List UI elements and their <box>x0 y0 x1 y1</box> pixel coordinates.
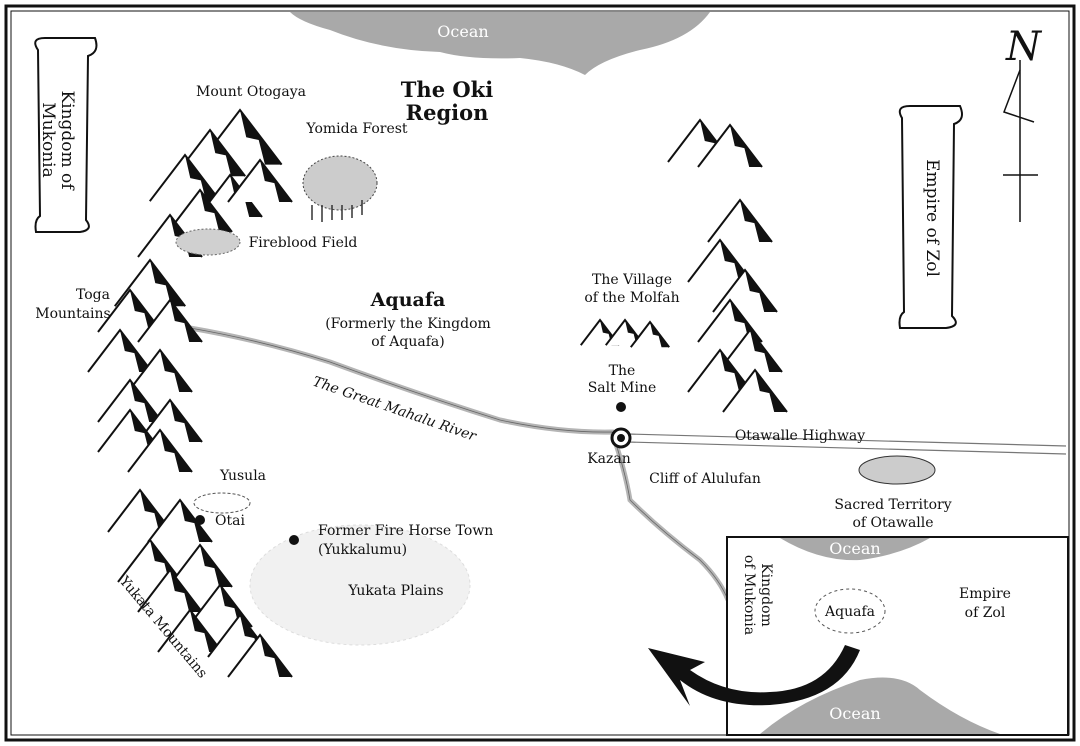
label-fireblood-field: Fireblood Field <box>249 235 358 251</box>
mountain-shade <box>200 190 232 232</box>
fire-horse-town-marker <box>289 535 299 545</box>
inset-label-empire-2: of Zol <box>965 605 1006 621</box>
label-oki-region-2: Region <box>406 100 489 125</box>
otai-marker <box>195 515 205 525</box>
salt-mine-marker <box>616 402 626 412</box>
mountain-shade <box>160 430 192 472</box>
label-toga-mountains-2: Mountains <box>35 306 110 322</box>
label-toga-mountains: Toga <box>76 287 110 303</box>
svg-text:N: N <box>1005 24 1043 70</box>
mountain-shade <box>600 320 620 346</box>
label-sacred: Sacred Territory <box>834 497 951 513</box>
label-village: The Village <box>592 272 672 288</box>
mountain-shade <box>730 300 762 342</box>
mountain-shade <box>170 300 202 342</box>
scroll-kingdom-mukonia: Kingdom of Mukonia <box>34 37 98 233</box>
svg-text:Mukonia: Mukonia <box>38 102 58 177</box>
curved-arrow-icon <box>648 645 860 706</box>
label-fire-horse-town: Former Fire Horse Town <box>318 523 493 539</box>
yusula-lake <box>193 492 251 514</box>
label-yusula: Yusula <box>219 468 266 484</box>
label-village-2: of the Molfah <box>584 290 679 306</box>
label-aquafa: Aquafa <box>370 289 446 311</box>
label-ocean-top: Ocean <box>437 22 488 41</box>
mountain-shade <box>730 125 762 167</box>
yukata-plains <box>249 524 471 646</box>
label-sacred-2: of Otawalle <box>852 515 933 531</box>
mountain-shade <box>755 370 787 412</box>
inset-label-empire: Empire <box>959 586 1011 602</box>
label-kazan: Kazan <box>587 451 631 467</box>
mountain-shade <box>185 155 221 202</box>
mountain-shade <box>170 570 202 612</box>
mountain-shade <box>720 350 752 392</box>
mountain-shade <box>210 130 246 177</box>
mountain-shade <box>190 610 222 652</box>
mountain-shade <box>240 110 282 165</box>
label-aquafa-sub-2: of Aquafa) <box>371 334 445 350</box>
inset-label-kingdom-2: of Mukonia <box>741 555 757 635</box>
sacred-territory <box>858 455 936 485</box>
mountain-shade <box>625 320 645 346</box>
label-yomida-forest: Yomida Forest <box>305 121 408 137</box>
label-salt-mine-2: Salt Mine <box>588 380 657 396</box>
mountain-shade <box>200 545 232 587</box>
otawalle-highway <box>627 433 1067 455</box>
label-aquafa-sub: (Formerly the Kingdom <box>325 316 491 332</box>
scroll-empire-zol: Empire of Zol <box>898 105 963 329</box>
mountain-shade <box>150 540 182 582</box>
label-oki-region: The Oki <box>401 77 493 102</box>
ocean-top <box>290 12 710 75</box>
label-cliff: Cliff of Alulufan <box>649 471 761 487</box>
inset-label-aquafa: Aquafa <box>824 604 875 620</box>
label-otai: Otai <box>215 513 245 529</box>
mountain-shade <box>220 585 252 627</box>
yomida-forest <box>302 155 378 222</box>
mountain-shade <box>170 400 202 442</box>
mountain-shade <box>130 380 162 422</box>
svg-text:Empire of Zol: Empire of Zol <box>922 159 942 277</box>
inset-label-ocean-top: Ocean <box>829 539 880 558</box>
mountain-shade <box>120 330 152 372</box>
mountain-shade <box>260 160 292 202</box>
mountain-shade <box>740 200 772 242</box>
label-yukata-plains: Yukata Plains <box>347 583 443 599</box>
svg-text:Kingdom of: Kingdom of <box>57 90 77 191</box>
label-fire-horse-town-2: (Yukkalumu) <box>318 542 407 558</box>
label-mount-otogaya: Mount Otogaya <box>196 84 306 100</box>
inset-map: Ocean Ocean Kingdom of Mukonia Aquafa Em… <box>726 536 1069 736</box>
fireblood-field <box>175 228 241 256</box>
mountain-shade <box>150 260 186 307</box>
label-highway: Otawalle Highway <box>735 428 865 444</box>
label-salt-mine: The <box>609 363 636 379</box>
mountain-shade <box>260 635 292 677</box>
compass-north-icon: N <box>1003 24 1043 222</box>
inset-label-kingdom: Kingdom <box>758 563 774 627</box>
mountain-shade <box>745 270 777 312</box>
mountain-shade <box>750 330 782 372</box>
mountain-shade <box>160 350 192 392</box>
inset-label-ocean-bottom: Ocean <box>829 704 880 723</box>
mountain-shade <box>650 322 670 348</box>
